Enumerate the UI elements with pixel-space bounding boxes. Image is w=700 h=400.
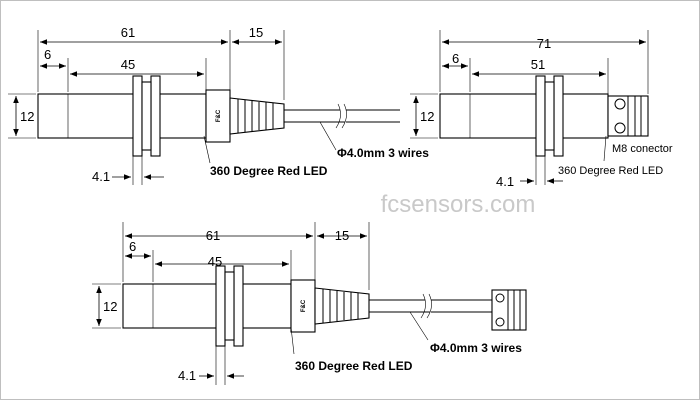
dim-nut-label: 4.1	[178, 368, 196, 383]
strain-relief-ribs	[237, 99, 274, 133]
mounting-nut-right	[553, 75, 564, 157]
view-top-right-connector-sensor: 71 6 51 12 4.1 M8 conector 360 Degree Re…	[410, 30, 673, 189]
dim-nut-label: 4.1	[92, 169, 110, 184]
mounting-nut-left	[215, 265, 226, 347]
dim-front-label: 6	[452, 51, 459, 66]
mounting-nut-right	[150, 75, 161, 157]
dim-total-label: 61	[206, 228, 220, 243]
dim-total-label: 71	[537, 36, 551, 51]
cable-line-far	[431, 299, 492, 313]
dim-total-label: 61	[121, 25, 135, 40]
cable-break-mark	[335, 103, 347, 129]
dim-front-label: 6	[44, 47, 51, 62]
cable-line	[369, 299, 430, 313]
cable-break-mark	[420, 293, 432, 319]
mounting-nut-left	[535, 75, 546, 157]
cable-spec-label: Φ4.0mm 3 wires	[337, 146, 429, 160]
nut-washer	[224, 271, 235, 341]
sensor-end-cap	[290, 279, 316, 333]
dim-cable-label: 15	[335, 228, 349, 243]
dim-front-label: 6	[129, 239, 136, 254]
dim-diameter-label: 12	[20, 109, 34, 124]
cable-leader	[409, 311, 429, 341]
brand-mark-text: F&C	[301, 299, 307, 312]
sensor-end-cap	[205, 89, 231, 143]
brand-mark-text: F&C	[216, 109, 222, 122]
cable-leader	[319, 121, 337, 151]
connector-pin-top	[614, 98, 626, 110]
dim-diameter-label: 12	[103, 299, 117, 314]
connector-pin-top	[495, 293, 505, 303]
connector-pin-bottom	[614, 122, 626, 134]
dim-diameter-label: 12	[420, 109, 434, 124]
dim-thread-label: 51	[531, 57, 545, 72]
dim-nut-label: 4.1	[496, 174, 514, 189]
watermark-text: fcsensors.com	[381, 191, 536, 218]
mounting-nut-left	[132, 75, 143, 157]
dim-thread-label: 45	[121, 57, 135, 72]
view-top-left-cable-sensor: F&C 61 15 6	[8, 25, 429, 185]
nut-washer	[141, 81, 152, 151]
led-leader	[290, 326, 295, 355]
nut-washer	[544, 81, 555, 151]
led-leader	[203, 135, 211, 164]
strain-relief-ribs	[322, 289, 359, 323]
dim-cable-label: 15	[249, 25, 263, 40]
connector-pin-bottom	[495, 317, 505, 327]
led-label: 360 Degree Red LED	[210, 164, 328, 178]
mounting-nut-right	[233, 265, 244, 347]
led-label: 360 Degree Red LED	[558, 165, 663, 177]
sensor-thread-body	[122, 283, 292, 329]
led-label: 360 Degree Red LED	[295, 359, 413, 373]
cable-line-far	[346, 109, 400, 123]
sensor-thread-body	[439, 93, 609, 139]
cable-line	[284, 109, 345, 123]
view-bottom-cable-connector-sensor: F&C 61 15	[92, 222, 527, 385]
sensor-thread-body	[37, 93, 207, 139]
connector-label: M8 conector	[612, 143, 673, 155]
led-leader	[603, 135, 607, 162]
cable-spec-label: Φ4.0mm 3 wires	[430, 341, 522, 355]
dim-thread-label: 45	[208, 254, 222, 269]
